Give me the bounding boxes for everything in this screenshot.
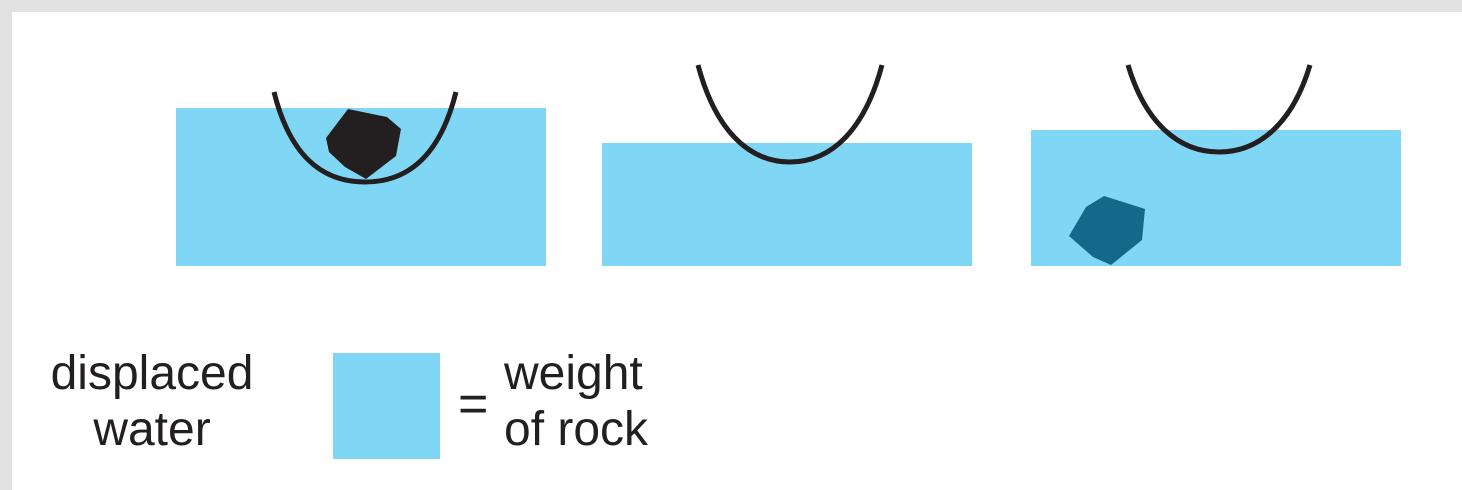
displaced-water-label: displaced water	[32, 346, 272, 458]
of-rock-words: of rock	[504, 402, 648, 458]
water-word: water	[32, 402, 272, 458]
weight-word: weight	[504, 346, 648, 402]
displaced-word: displaced	[32, 346, 272, 402]
water-swatch	[333, 353, 440, 459]
weight-of-rock-label: weight of rock	[504, 346, 648, 458]
diagram-canvas: displaced water = weight of rock	[12, 12, 1462, 490]
equals-sign: =	[458, 378, 488, 430]
